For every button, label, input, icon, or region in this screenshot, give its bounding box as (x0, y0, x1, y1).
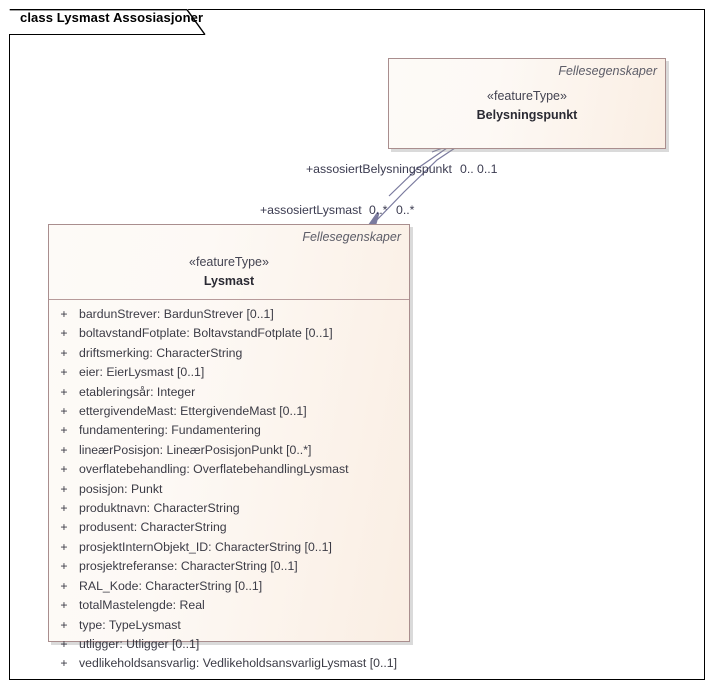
attribute-visibility: + (60, 598, 68, 613)
attribute-visibility: + (60, 307, 68, 321)
attribute-signature: fundamentering: Fundamentering (79, 423, 261, 438)
attribute-visibility: + (60, 656, 68, 671)
attribute-visibility: + (60, 636, 68, 651)
attribute-signature: overflatebehandling: Overflatebehandling… (79, 462, 349, 477)
attribute-visibility: + (60, 501, 68, 516)
association-multiplicity-lysmast-a: 0..* (369, 203, 388, 217)
class-box-lysmast[interactable]: Fellesegenskaper «featureType» Lysmast +… (48, 224, 410, 670)
attribute-row: + posisjon: Punkt (49, 480, 409, 499)
attribute-row: + prosjektInternObjekt_ID: CharacterStrin… (49, 538, 409, 557)
attribute-signature: lineærPosisjon: LineærPosisjonPunkt [0..… (79, 442, 312, 457)
attribute-signature: posisjon: Punkt (79, 481, 163, 496)
association-role-belysningspunkt: +assosiertBelysningspunkt (306, 162, 452, 176)
attribute-row: + produsent: CharacterString (49, 518, 409, 537)
attribute-visibility: + (60, 442, 68, 457)
attribute-signature: eier: EierLysmast [0..1] (79, 365, 205, 380)
diagram-frame (9, 9, 705, 680)
attribute-row: + boltavstandFotplate: BoltavstandFotplat… (49, 324, 409, 343)
attribute-visibility: + (60, 404, 68, 419)
attribute-visibility: + (60, 617, 68, 632)
attribute-row: + etableringsår: Integer (49, 383, 409, 402)
stereotype-label-lysmast: «featureType» (189, 255, 269, 269)
association-multiplicity-belysningspunkt-b: 0..1 (477, 162, 498, 176)
attribute-row: + bardunStrever: BardunStrever [0..1] (49, 305, 409, 324)
attribute-row: + prosjektreferanse: CharacterString [0..… (49, 557, 409, 576)
attribute-visibility: + (60, 520, 68, 535)
attribute-visibility: + (60, 423, 68, 438)
attribute-signature: produsent: CharacterString (79, 520, 227, 535)
attribute-visibility: + (60, 539, 68, 554)
attribute-signature: etableringsår: Integer (79, 384, 196, 399)
diagram-title-label: class Lysmast Assosiasjoner (20, 10, 204, 25)
attribute-signature: RAL_Kode: CharacterString [0..1] (79, 578, 263, 593)
attribute-row: + overflatebehandling: Overflatebehandlin… (49, 460, 409, 479)
diagram-title-tab (9, 8, 205, 35)
attribute-row: + RAL_Kode: CharacterString [0..1] (49, 577, 409, 596)
association-multiplicity-belysningspunkt-a: 0.. (460, 162, 474, 176)
attribute-signature: produktnavn: CharacterString (79, 501, 240, 516)
attribute-row: + fundamentering: Fundamentering (49, 421, 409, 440)
class-name-lysmast: Lysmast (203, 274, 255, 288)
attribute-signature: utligger: Utligger [0..1] (79, 636, 200, 651)
attribute-signature: driftsmerking: CharacterString (79, 345, 243, 360)
attribute-signature: bardunStrever: BardunStrever [0..1] (79, 307, 274, 321)
attribute-visibility: + (60, 578, 68, 593)
attributes-compartment-lysmast: + bardunStrever: BardunStrever [0..1] + bol… (49, 299, 409, 680)
attribute-signature: prosjektreferanse: CharacterString [0..1… (79, 559, 298, 574)
class-name-belysningspunkt: Belysningspunkt (476, 108, 578, 122)
attribute-row: + ettergivendeMast: EttergivendeMast [0..… (49, 402, 409, 421)
attribute-signature: totalMastelengde: Real (79, 598, 205, 613)
association-role-lysmast: +assosiertLysmast (260, 203, 362, 217)
attribute-visibility: + (60, 345, 68, 360)
attribute-signature: vedlikeholdsansvarlig: Vedlikeholdsansva… (79, 656, 398, 671)
attribute-row: + lineærPosisjon: LineærPosisjonPunkt [0.… (49, 441, 409, 460)
attribute-row: + utligger: Utligger [0..1] (49, 635, 409, 654)
attribute-signature: ettergivendeMast: EttergivendeMast [0..1… (79, 404, 307, 419)
attribute-visibility: + (60, 559, 68, 574)
attribute-row: + produktnavn: CharacterString (49, 499, 409, 518)
attribute-visibility: + (60, 326, 68, 341)
association-multiplicity-lysmast-b: 0..* (396, 203, 415, 217)
attribute-visibility: + (60, 462, 68, 477)
attribute-visibility: + (60, 481, 68, 496)
class-header-belysningspunkt: Fellesegenskaper «featureType» Belysning… (389, 59, 665, 133)
package-label-lysmast: Fellesegenskaper (302, 230, 401, 244)
attribute-signature: prosjektInternObjekt_ID: CharacterString… (79, 539, 332, 554)
attribute-row: + type: TypeLysmast (49, 616, 409, 635)
attribute-signature: boltavstandFotplate: BoltavstandFotplate… (79, 326, 333, 341)
attribute-row: + totalMastelengde: Real (49, 596, 409, 615)
class-box-belysningspunkt[interactable]: Fellesegenskaper «featureType» Belysning… (388, 58, 666, 149)
attribute-row: + eier: EierLysmast [0..1] (49, 363, 409, 382)
attribute-row: + vedlikeholdsansvarlig: Vedlikeholdsansv… (49, 654, 409, 673)
class-header-lysmast: Fellesegenskaper «featureType» Lysmast (49, 225, 409, 299)
attribute-row: + driftsmerking: CharacterString (49, 344, 409, 363)
stereotype-label-belysningspunkt: «featureType» (487, 89, 567, 103)
attribute-visibility: + (60, 365, 68, 380)
attribute-signature: type: TypeLysmast (79, 617, 181, 632)
attribute-visibility: + (60, 384, 68, 399)
package-label-belysningspunkt: Fellesegenskaper (558, 64, 657, 78)
